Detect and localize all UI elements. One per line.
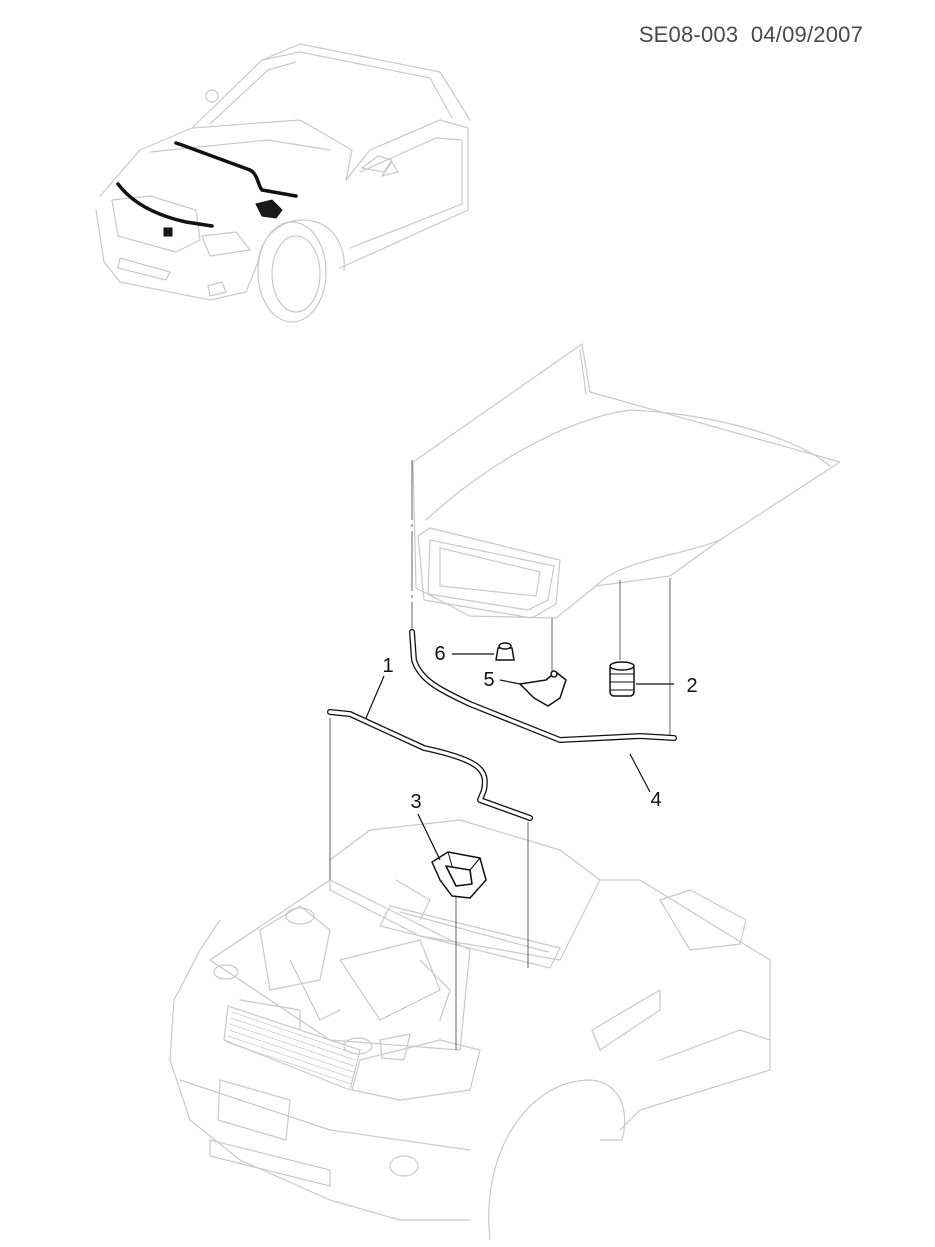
assembly-guide-lines xyxy=(329,460,671,1050)
callout-5: 5 xyxy=(483,669,494,691)
callout-1: 1 xyxy=(382,655,393,677)
part-5-striker xyxy=(519,670,567,707)
callout-2: 2 xyxy=(686,675,697,697)
drawing-code: SE08-003 04/09/2007 xyxy=(639,22,863,48)
drawing-date: 04/09/2007 xyxy=(750,22,863,47)
part-3-insulator xyxy=(431,851,487,899)
callout-4: 4 xyxy=(650,789,661,811)
locator-car-view xyxy=(95,43,471,323)
part-2-bump-stop xyxy=(609,661,635,697)
part-1-cowl-seal xyxy=(327,709,533,821)
callout-6: 6 xyxy=(434,643,445,665)
leader-lines xyxy=(365,653,674,861)
callout-3: 3 xyxy=(410,791,421,813)
part-6-clip xyxy=(495,642,515,661)
engine-bay-car-ghost xyxy=(169,819,771,1241)
part-4-hood-seal xyxy=(409,629,677,743)
drawing-number: SE08-003 xyxy=(638,22,739,47)
hood-ghost xyxy=(412,343,841,619)
